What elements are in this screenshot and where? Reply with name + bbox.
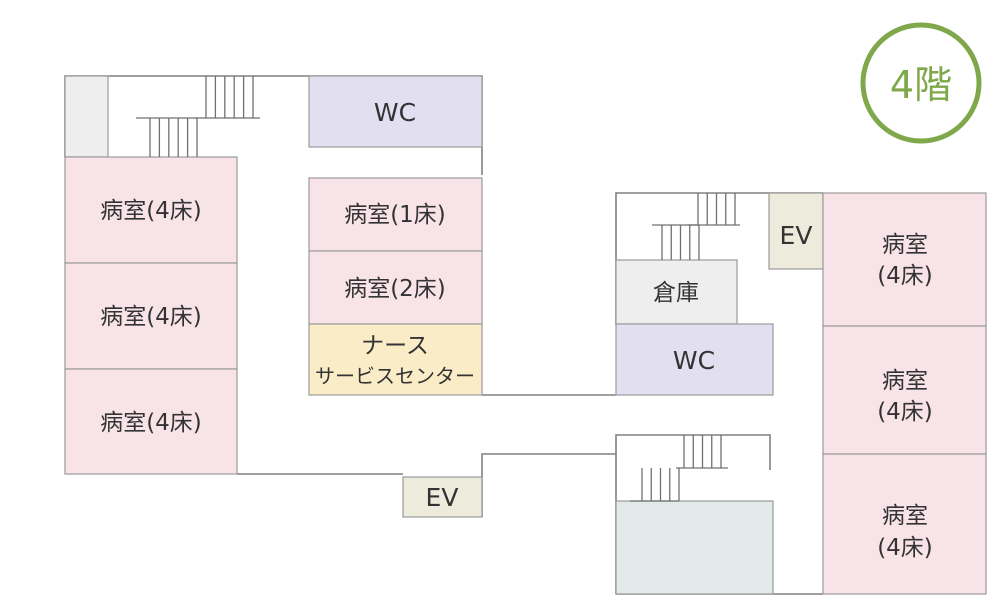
room-center-1bed-label: 病室(1床)	[344, 202, 446, 228]
room-right-3-label-line2: (4床)	[877, 535, 933, 561]
room-right-2	[822, 325, 987, 455]
ev-right	[768, 192, 824, 270]
gray-block-left	[64, 75, 109, 158]
room-center-2bed-label: 病室(2床)	[344, 276, 446, 302]
room-right-1	[822, 192, 987, 327]
room-center-2bed	[308, 250, 483, 325]
storage-room-label: 倉庫	[653, 280, 699, 306]
ev-right-label: EV	[780, 221, 813, 250]
wc-center	[308, 75, 483, 148]
room-left-3-label: 病室(4床)	[100, 410, 202, 436]
ev-bottom-label: EV	[426, 483, 459, 512]
room-right-3-label-line1: 病室	[882, 503, 928, 529]
ev-bottom	[402, 476, 483, 518]
room-right-3	[822, 453, 987, 595]
room-left-2-label: 病室(4床)	[100, 304, 202, 330]
wc-center-label: WC	[374, 98, 416, 127]
teal-block	[615, 500, 774, 595]
floor-badge-circle	[860, 22, 982, 144]
nurse-station-label-line2: サービスセンター	[315, 364, 475, 388]
wc-right-label: WC	[673, 346, 715, 375]
room-center-1bed	[308, 177, 483, 252]
room-left-1-label: 病室(4床)	[100, 198, 202, 224]
room-left-1	[64, 156, 238, 264]
room-right-1-label-line2: (4床)	[877, 263, 933, 289]
room-right-2-label-line1: 病室	[882, 368, 928, 394]
floor-label: 4階	[890, 63, 952, 107]
room-left-2	[64, 262, 238, 370]
nurse-station-label-line1: ナース	[361, 333, 429, 359]
room-right-1-label-line1: 病室	[882, 232, 928, 258]
corridor-lower-wall	[481, 453, 616, 517]
room-right-2-label-line2: (4床)	[877, 399, 933, 425]
stairs-icon	[136, 76, 740, 502]
wc-right	[615, 323, 774, 396]
room-left-3	[64, 368, 238, 475]
nurse-station	[308, 323, 483, 396]
